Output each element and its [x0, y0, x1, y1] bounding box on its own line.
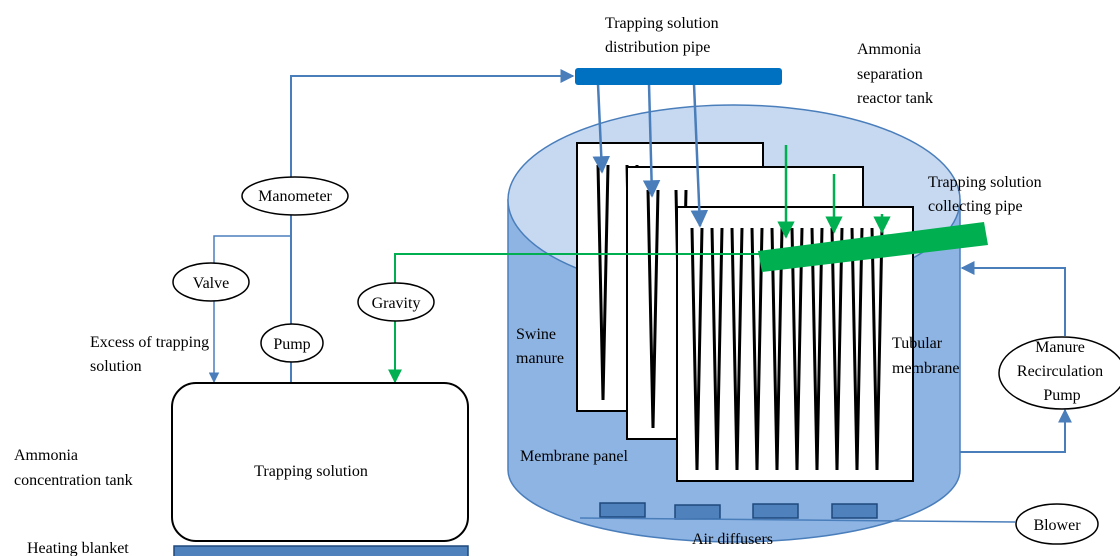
heating-blanket: [173, 545, 469, 556]
distribution-pipe-label: Trapping solution distribution pipe: [605, 15, 723, 56]
gravity-node: [357, 282, 435, 322]
blower-node: [1015, 503, 1099, 545]
collecting-pipe: [758, 222, 988, 272]
pump-label: Pump: [273, 336, 310, 353]
tubular-membrane-tubes: [690, 227, 884, 471]
reactor-tank-label: Ammonia separation reactor tank: [857, 41, 933, 107]
gravity-label: Gravity: [372, 295, 421, 312]
collecting-pipe-label: Trapping solution collecting pipe: [928, 174, 1046, 215]
heating-blanket-label: Heating blanket: [27, 540, 129, 556]
pump-node: [260, 323, 324, 363]
air-diffusers-label: Air diffusers: [692, 531, 773, 548]
membrane-panel-label: Membrane panel: [520, 448, 629, 465]
blue-flow-lines: [208, 69, 1072, 453]
blower-label: Blower: [1033, 517, 1081, 534]
trapping-solution-label: Trapping solution: [254, 463, 368, 480]
manometer-node: [241, 176, 349, 216]
valve-node: [172, 262, 250, 302]
valve-label: Valve: [193, 275, 229, 292]
concentration-tank-label: Ammonia concentration tank: [14, 447, 133, 489]
air-line: [579, 517, 1016, 523]
distribution-pipe: [575, 68, 782, 85]
manometer-label: Manometer: [258, 188, 332, 205]
excess-solution-label: Excess of trapping solution: [90, 334, 213, 375]
tubular-membrane-label: Tubular membrane: [892, 335, 960, 377]
recirculation-pump-label: Manure Recirculation Pump: [1017, 339, 1107, 404]
swine-manure-label: Swine manure: [516, 326, 564, 367]
green-flow-lines: [388, 145, 891, 384]
concentration-tank: [171, 382, 469, 542]
recirculation-pump-node: [998, 336, 1120, 410]
air-diffusers: [579, 502, 1016, 523]
